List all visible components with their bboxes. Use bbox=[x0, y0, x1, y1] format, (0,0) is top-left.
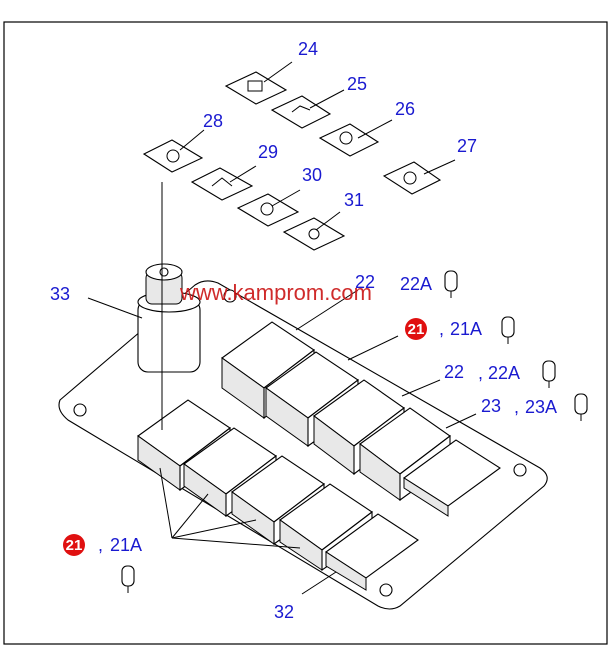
callout-24: 24 bbox=[298, 39, 318, 59]
bulb-22A-icon bbox=[542, 360, 556, 388]
bulb-23A-icon bbox=[574, 393, 588, 421]
callout-27: 27 bbox=[457, 136, 477, 156]
watermark: www.kamprom.com bbox=[179, 280, 372, 305]
badge-21-label: 21 bbox=[66, 537, 83, 554]
callout-22A: 22A bbox=[488, 363, 520, 383]
symbol-plate-30 bbox=[236, 193, 300, 227]
callout-22A: 22A bbox=[400, 274, 432, 294]
callout-29: 29 bbox=[258, 142, 278, 162]
callout-28: 28 bbox=[203, 111, 223, 131]
callout-comma: , bbox=[478, 363, 483, 383]
mount-hole bbox=[513, 463, 527, 477]
callout-23: 23 bbox=[481, 396, 501, 416]
symbol-plate-29 bbox=[190, 167, 254, 201]
symbol-plate-24 bbox=[224, 71, 288, 105]
callout-comma: , bbox=[514, 397, 519, 417]
callout-comma: , bbox=[98, 535, 103, 555]
bulb-21A-icon bbox=[121, 565, 135, 593]
symbol-plate-25 bbox=[270, 95, 332, 129]
callout-32: 32 bbox=[274, 602, 294, 622]
callout-26: 26 bbox=[395, 99, 415, 119]
badge-21: 21 bbox=[405, 318, 427, 340]
badge-21-label: 21 bbox=[408, 321, 425, 338]
badge-21: 21 bbox=[63, 534, 85, 556]
bulb-21A-icon bbox=[501, 316, 515, 344]
mount-hole bbox=[223, 289, 237, 303]
callout-30: 30 bbox=[302, 165, 322, 185]
callout-22: 22 bbox=[444, 362, 464, 382]
symbol-plate-31 bbox=[282, 217, 346, 251]
cigarette-lighter bbox=[137, 263, 201, 373]
callout-21A: 21A bbox=[110, 535, 142, 555]
callout-25: 25 bbox=[347, 74, 367, 94]
mount-hole bbox=[379, 583, 393, 597]
callout-22: 22 bbox=[355, 272, 375, 292]
switch-blank-23 bbox=[403, 439, 501, 517]
symbol-plate-26 bbox=[318, 123, 380, 157]
callout-23A: 23A bbox=[525, 397, 557, 417]
diagram-border bbox=[3, 21, 608, 645]
symbol-plate-27 bbox=[382, 161, 442, 195]
callout-31: 31 bbox=[344, 190, 364, 210]
callout-comma: , bbox=[439, 319, 444, 339]
bulb-22A-icon bbox=[444, 270, 458, 298]
mount-hole bbox=[73, 403, 87, 417]
leader-lines bbox=[87, 61, 477, 595]
callout-21A: 21A bbox=[450, 319, 482, 339]
symbol-plate-28 bbox=[142, 139, 204, 173]
callout-33: 33 bbox=[50, 284, 70, 304]
switch-blank-32 bbox=[325, 513, 419, 591]
